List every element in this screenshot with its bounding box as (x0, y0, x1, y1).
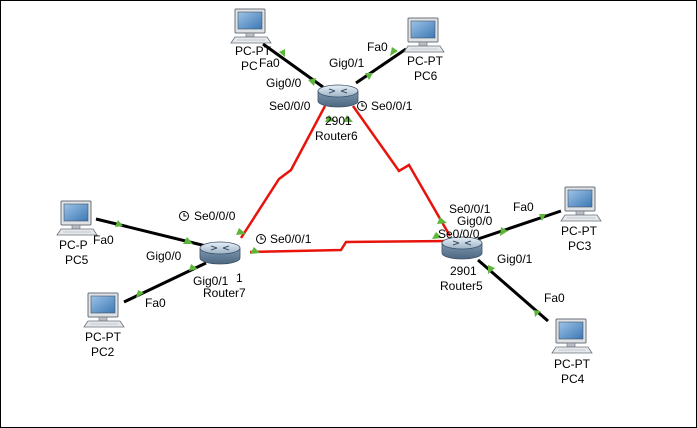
port-status-indicators (115, 47, 546, 317)
pc-icon[interactable] (83, 292, 125, 328)
port-up-indicator (279, 49, 285, 57)
port-label: Se0/0/0 (269, 99, 311, 113)
port-label: Gig0/1 (329, 56, 365, 70)
port-label: Fa0 (93, 233, 114, 247)
port-up-indicator (189, 264, 198, 271)
pc5-name-label: PC5 (65, 253, 89, 267)
port-label: Se0/0/1 (371, 99, 413, 113)
port-up-indicator (432, 232, 442, 239)
pc-icon[interactable] (560, 186, 602, 222)
pc6-name-label: PC6 (414, 69, 438, 83)
router6-model-label: 2901 (325, 114, 352, 128)
port-up-indicator (534, 310, 541, 317)
port-label: Gig0/0 (146, 249, 182, 263)
clock-icon (256, 234, 266, 244)
port-label: Gig0/0 (457, 214, 493, 228)
port-up-indicator (365, 73, 373, 80)
pc-icon[interactable] (551, 318, 593, 354)
pc3-type-label: PC-PT (561, 224, 598, 238)
port-label: Fa0 (367, 40, 388, 54)
serial-link-router6-router7[interactable] (239, 105, 327, 239)
pc4-type-label: PC-PT (554, 357, 591, 371)
pc-icon[interactable] (230, 8, 272, 44)
port-label: Fa0 (145, 296, 166, 310)
clock-icon (179, 211, 189, 221)
router7-name-label: Router7 (203, 286, 246, 300)
port-up-indicator (325, 115, 335, 122)
pc1-name-label: PC (241, 59, 258, 73)
port-up-indicator (539, 214, 546, 221)
port-up-indicator (115, 220, 123, 227)
serial-link-router6-router5[interactable] (351, 105, 452, 237)
clock-icon (357, 101, 367, 111)
pc4-name-label: PC4 (561, 372, 585, 386)
port-up-indicator (136, 290, 144, 298)
port-up-indicator (250, 247, 260, 254)
port-label: Gig0/1 (193, 274, 229, 288)
pc-icon[interactable] (403, 17, 445, 53)
router-icon[interactable] (199, 241, 241, 265)
port-label: Se0/0/0 (194, 209, 236, 223)
port-up-indicator (308, 78, 316, 86)
port-label: Se0/0/0 (438, 227, 480, 241)
port-up-indicator (488, 265, 495, 274)
router5-name-label: Router5 (440, 279, 483, 293)
port-label: Se0/0/1 (270, 232, 312, 246)
port-up-indicator (390, 47, 398, 56)
port-up-indicator (183, 237, 193, 244)
pc2-type-label: PC-PT (85, 330, 122, 344)
pc1-type-label: PC-PT (235, 44, 272, 58)
serial-links (239, 105, 452, 254)
pc6-type-label: PC-PT (407, 54, 444, 68)
port-label: Se0/0/1 (449, 202, 491, 216)
pc3-name-label: PC3 (568, 239, 592, 253)
port-label: Gig0/1 (497, 252, 533, 266)
link-pc6-router6[interactable] (355, 47, 407, 85)
pc-icon[interactable] (56, 200, 98, 236)
serial-link-router7-router5[interactable] (249, 239, 451, 254)
pc2-name-label: PC2 (91, 345, 115, 359)
port-up-indicator (437, 217, 447, 224)
port-up-indicator (500, 227, 508, 236)
router7-model-label: 1 (236, 271, 243, 285)
port-label: Fa0 (544, 291, 565, 305)
port-label: Fa0 (513, 200, 534, 214)
port-label: Fa0 (259, 56, 280, 70)
port-up-indicator (236, 228, 246, 235)
router6-name-label: Router6 (315, 129, 358, 143)
port-up-indicator (343, 115, 353, 122)
link-pc3-router5[interactable] (477, 209, 562, 241)
pc5-type-label: PC-P (59, 238, 88, 252)
port-label: Gig0/0 (266, 76, 302, 90)
router-icon[interactable] (317, 84, 359, 108)
router5-model-label: 2901 (450, 264, 477, 278)
